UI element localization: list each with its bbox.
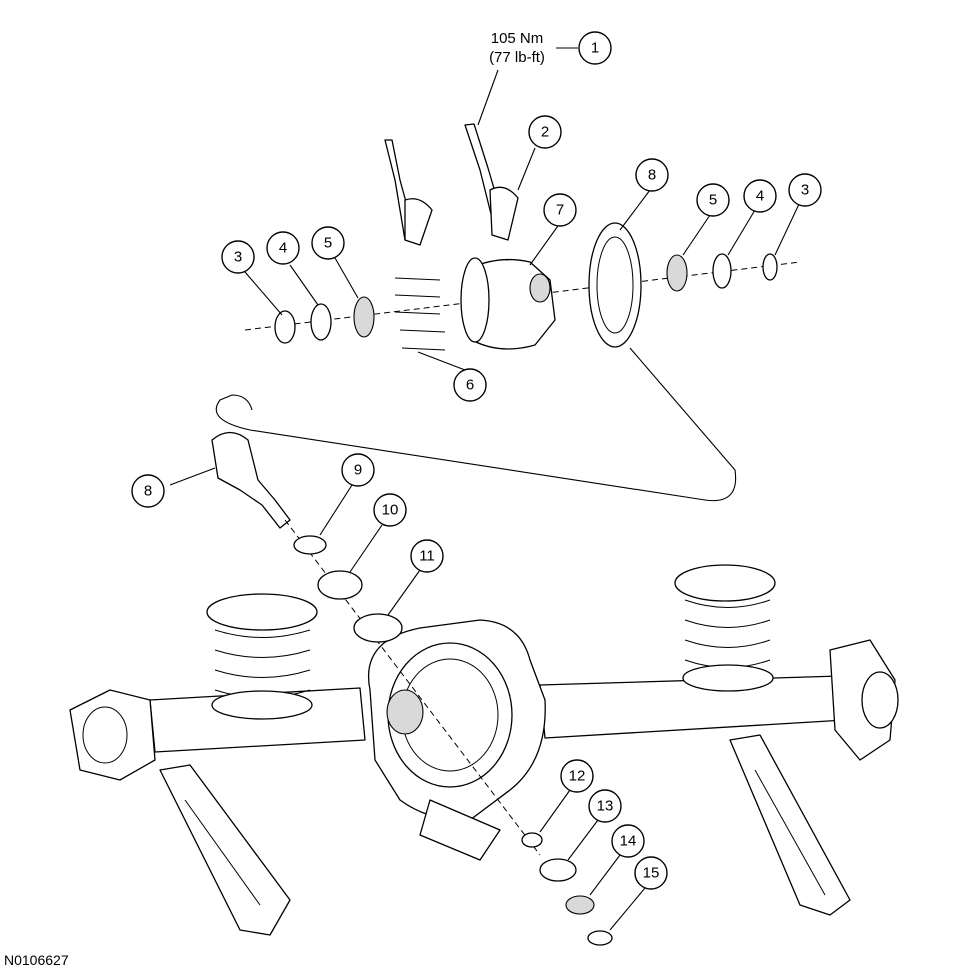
callout-5-left: 5 (311, 226, 345, 260)
left-coil-spring (206, 593, 318, 720)
pinion-nose (419, 799, 501, 861)
callout-14: 14 (611, 824, 645, 858)
svg-text:6: 6 (466, 377, 474, 394)
callout-4-right: 4 (743, 179, 777, 213)
callout-2: 2 (528, 115, 562, 149)
right-coil-spring (674, 564, 776, 692)
callout-15: 15 (634, 856, 668, 890)
right-hub (861, 671, 899, 729)
part-13 (539, 858, 577, 882)
svg-text:8: 8 (144, 483, 152, 500)
svg-text:1: 1 (591, 40, 599, 57)
bearing-left (353, 296, 375, 338)
callout-9: 9 (341, 453, 375, 487)
callout-11: 11 (410, 539, 444, 573)
svg-text:3: 3 (801, 182, 809, 199)
svg-text:11: 11 (419, 548, 435, 565)
callout-13: 13 (588, 789, 622, 823)
torque-spec-lbft: (77 lb-ft) (489, 49, 545, 66)
axle-housing-assembly (69, 619, 899, 936)
svg-text:5: 5 (324, 235, 332, 252)
ring-gear (588, 222, 642, 348)
svg-text:8: 8 (648, 167, 656, 184)
shim-left (274, 310, 296, 344)
callout-6: 6 (453, 368, 487, 402)
svg-text:12: 12 (569, 768, 586, 785)
callout-3-left: 3 (221, 240, 255, 274)
ring-gear-bolts (394, 277, 446, 351)
carrier-bearing-bore (386, 689, 424, 735)
callout-8-top: 8 (635, 158, 669, 192)
part-14 (565, 895, 595, 915)
svg-text:15: 15 (643, 865, 660, 882)
svg-text:4: 4 (279, 240, 287, 257)
differential-case-group (244, 123, 801, 351)
part-10-bearing (317, 570, 363, 600)
callout-5-right: 5 (696, 183, 730, 217)
callout-1: 1 (578, 31, 612, 65)
part-12 (521, 832, 543, 848)
leader-lines (169, 47, 801, 931)
callout-3-right: 3 (788, 173, 822, 207)
svg-text:9: 9 (354, 462, 362, 479)
callout-8-bottom: 8 (131, 474, 165, 508)
svg-text:5: 5 (709, 192, 717, 209)
callout-10: 10 (373, 493, 407, 527)
callout-4-left: 4 (266, 231, 300, 265)
bearing-cap-right (489, 186, 519, 241)
callout-7: 7 (543, 193, 577, 227)
shim-right (762, 253, 778, 281)
svg-text:10: 10 (382, 502, 399, 519)
svg-text:13: 13 (597, 798, 614, 815)
svg-text:14: 14 (620, 833, 637, 850)
svg-text:3: 3 (234, 249, 242, 266)
bearing-cup-left (310, 303, 332, 341)
figure-id: N0106627 (4, 952, 69, 968)
svg-text:2: 2 (541, 124, 549, 141)
bearing-cap-left (404, 198, 433, 246)
left-lower-arm (159, 764, 291, 936)
bearing-right (666, 254, 688, 292)
bearing-cup-right (712, 253, 732, 289)
right-lower-arm (729, 734, 851, 916)
svg-text:7: 7 (556, 202, 564, 219)
callout-12: 12 (560, 759, 594, 793)
part-11-bearing-cup (353, 613, 403, 643)
ring-pinion-relation-line (215, 347, 737, 502)
svg-text:4: 4 (756, 188, 764, 205)
part-9-collapsible-spacer (293, 535, 327, 555)
part-15 (587, 930, 613, 946)
torque-spec-nm: 105 Nm (491, 30, 544, 47)
